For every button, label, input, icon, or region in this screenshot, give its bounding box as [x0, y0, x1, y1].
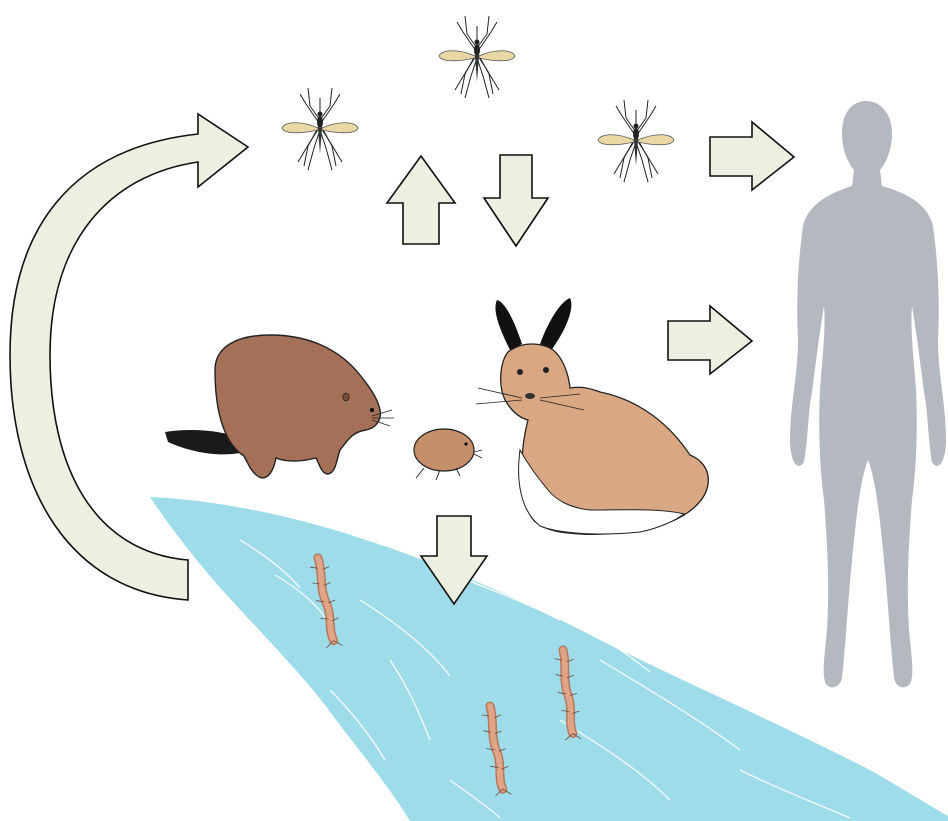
human-silhouette-icon: [790, 101, 946, 687]
arrow-hare-to-human: [668, 306, 752, 374]
arrow-mammals-to-mosquitoes: [387, 156, 455, 244]
mosquito-icon: [282, 88, 358, 170]
beaver-icon: [165, 335, 394, 478]
arrow-mosquitoes-to-mammals: [484, 155, 548, 246]
arrow-mosquitoes-to-human: [710, 122, 794, 190]
mosquito-icon: [439, 16, 515, 98]
mosquito-icon: [598, 100, 674, 182]
vole-icon: [414, 429, 482, 480]
